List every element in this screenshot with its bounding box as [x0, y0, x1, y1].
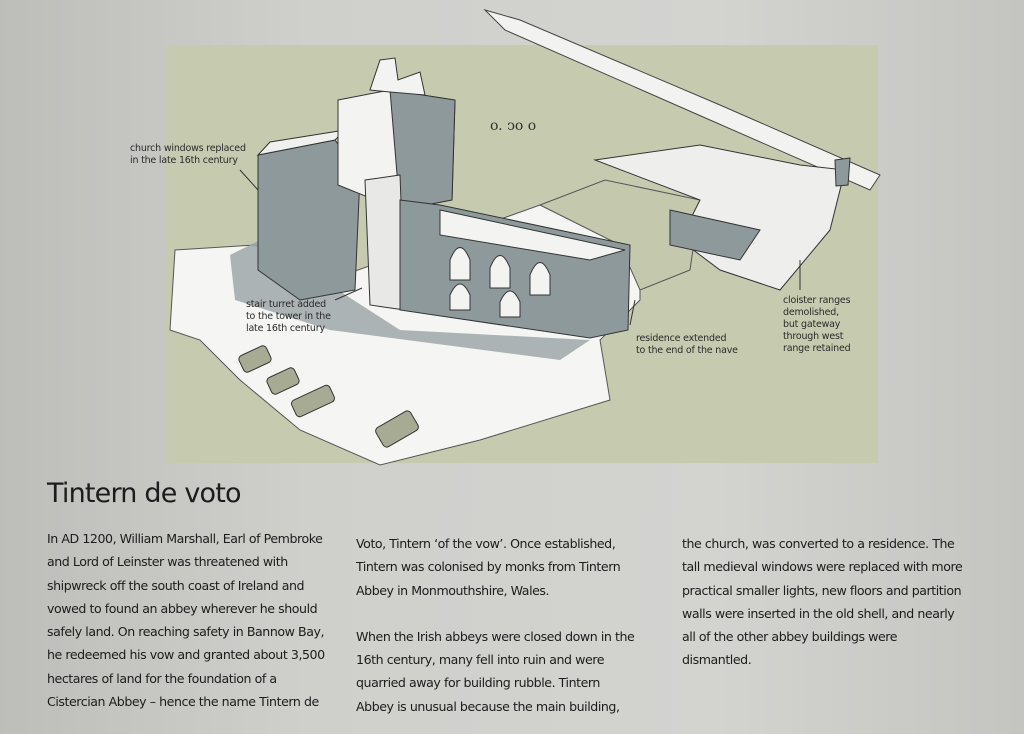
annotation-line: range retained	[783, 343, 851, 354]
text-line: shipwreck off the south coast of Ireland…	[47, 577, 305, 593]
svg-text:o. ↄo o: o. ↄo o	[490, 118, 536, 134]
text-line: practical smaller lights, new floors and…	[682, 582, 962, 598]
text-line: 16th century, many fell into ruin and we…	[356, 652, 605, 668]
text-line: When the Irish abbeys were closed down i…	[356, 628, 635, 644]
text-column-3: the church, was converted to a residence…	[682, 532, 992, 672]
text-line: dismantled.	[682, 652, 752, 668]
annotation-line: in the late 16th century	[130, 155, 238, 166]
annotation-line: late 16th century	[246, 323, 325, 334]
annotation-line: to the end of the nave	[636, 345, 738, 356]
text-line: In AD 1200, William Marshall, Earl of Pe…	[47, 531, 323, 546]
road	[483, 8, 881, 191]
text-column-1: In AD 1200, William Marshall, Earl of Pe…	[47, 527, 357, 713]
annotation-cloister: cloister ranges demolished, but gateway …	[783, 295, 851, 355]
annotation-stair-turret: stair turret added to the tower in the l…	[246, 299, 331, 335]
annotation-residence: residence extended to the end of the nav…	[636, 333, 738, 357]
page-title: Tintern de voto	[47, 478, 242, 509]
text-line: walls were inserted in the old shell, an…	[682, 605, 955, 621]
text-line: Abbey in Monmouthshire, Wales.	[356, 582, 550, 598]
annotation-line: demolished,	[783, 307, 839, 318]
annotation-line: residence extended	[636, 333, 727, 344]
annotation-line: cloister ranges	[783, 295, 851, 306]
annotation-line: church windows replaced	[130, 143, 246, 154]
text-line: Tintern was colonised by monks from Tint…	[356, 559, 621, 575]
annotation-line: to the tower in the	[246, 311, 331, 322]
text-line: vowed to found an abbey wherever he shou…	[47, 600, 318, 616]
text-line: and Lord of Leinster was threatened with	[47, 554, 288, 570]
annotation-line: through west	[783, 331, 844, 342]
annotation-church-windows: church windows replaced in the late 16th…	[130, 143, 246, 167]
stair-turret	[364, 174, 406, 311]
text-line: Voto, Tintern ‘of the vow’. Once establi…	[356, 536, 616, 551]
text-line: quarried away for building rubble. Tinte…	[356, 675, 600, 691]
text-line: Abbey is unusual because the main buildi…	[356, 698, 620, 714]
text-line: safely land. On reaching safety in Banno…	[47, 624, 325, 640]
text-line: the church, was converted to a residence…	[682, 536, 955, 551]
text-line: Cistercian Abbey – hence the name Tinter…	[47, 694, 319, 710]
annotation-line: stair turret added	[246, 299, 326, 310]
text-line: he redeemed his vow and granted about 3,…	[47, 647, 325, 663]
annotation-line: but gateway	[783, 319, 841, 330]
text-line: hectares of land for the foundation of a	[47, 670, 277, 686]
text-line: all of the other abbey buildings were	[682, 629, 898, 645]
text-line: tall medieval windows were replaced with…	[682, 559, 963, 575]
text-column-2: Voto, Tintern ‘of the vow’. Once establi…	[356, 532, 666, 718]
